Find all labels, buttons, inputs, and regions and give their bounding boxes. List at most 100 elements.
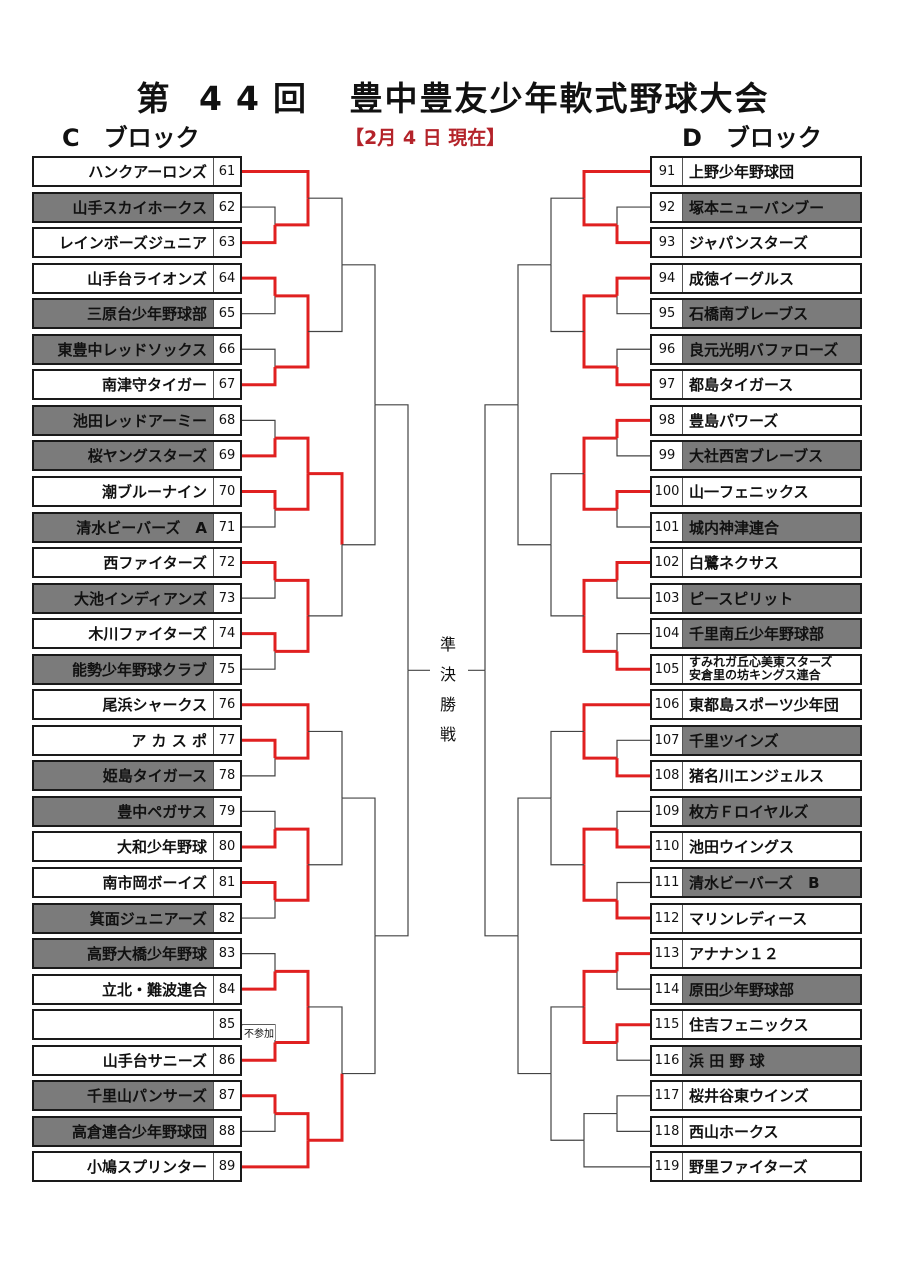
team-name: 上野少年野球団: [689, 163, 795, 181]
team-number: 88: [213, 1117, 240, 1145]
winner-line: [275, 578, 310, 616]
winner-line: [242, 489, 277, 510]
team-name: 大池インディアンズ: [34, 584, 213, 612]
team-number: 76: [213, 691, 240, 719]
bracket-line: [242, 651, 276, 670]
team-name: 白鷺ネクサス: [689, 554, 779, 573]
winner-line: [242, 971, 277, 991]
block-d-label: D ブロック: [682, 124, 822, 152]
team-name: 東都島スポーツ少年団: [689, 696, 839, 715]
winner-line: [275, 294, 310, 332]
winner-line: [582, 331, 617, 369]
team-number: 63: [213, 229, 240, 257]
team-entry: 118 西山ホークス: [650, 1115, 862, 1147]
team-name: 木川ファイターズ: [88, 625, 207, 644]
winner-line: [582, 198, 617, 227]
bracket-line: [550, 264, 584, 333]
winner-line: [275, 198, 310, 227]
semifinal-char: 勝: [439, 695, 456, 714]
winner-line: [275, 331, 310, 369]
winner-line: [275, 473, 310, 511]
bracket-line: [616, 438, 650, 457]
winner-line: [615, 829, 650, 849]
bracket-line: [375, 404, 409, 671]
bracket-line: [242, 810, 276, 830]
team-name: 池田ウイングス: [689, 838, 795, 857]
bracket-line: [517, 797, 551, 936]
team-number: 108: [652, 762, 683, 790]
team-name: 猪名川エンジェルス: [689, 767, 825, 786]
team-name-line: 安倉里の坊キングス連合: [689, 668, 821, 683]
team-name: 住吉フェニックス: [689, 1016, 809, 1035]
winner-line: [615, 418, 650, 439]
team-number: 101: [652, 513, 683, 541]
winner-line: [582, 703, 650, 732]
bracket-line: [550, 473, 584, 545]
bracket-line: [616, 1113, 650, 1132]
absent-note: 不参加: [243, 1025, 275, 1040]
team-name: 池田レッドアーミー: [34, 406, 213, 434]
team-name: 南市岡ボーイズ: [102, 874, 207, 892]
team-name: 西山ホークス: [689, 1122, 779, 1141]
bracket-line: [242, 952, 276, 972]
team-name: 姫島タイガース: [34, 762, 213, 790]
winner-line: [275, 1112, 310, 1141]
team-name: 千里南丘少年野球部: [683, 620, 860, 648]
bracket-line: [342, 797, 376, 936]
team-name: ハンクアーロンズ: [88, 163, 207, 181]
team-number: 74: [213, 620, 240, 648]
bracket-line: [275, 295, 309, 332]
bracket-line: [308, 1006, 343, 1074]
winner-line: [308, 472, 344, 545]
team-number: 114: [652, 975, 683, 1003]
team-name: 豊中ペガサス: [34, 797, 213, 825]
team-number: 87: [213, 1082, 240, 1110]
winner-line: [242, 1140, 310, 1169]
bracket-line: [342, 404, 376, 546]
winner-line: [242, 738, 277, 759]
team-number: 100: [652, 477, 683, 505]
bracket-line: [308, 798, 343, 866]
page-title: 第 44回 豊中豊友少年軟式野球大会: [0, 72, 906, 120]
semifinal-char: 準: [439, 635, 456, 654]
winner-line: [615, 1023, 650, 1043]
team-name: 成徳イーグルス: [689, 269, 795, 288]
title-number: 44: [199, 79, 273, 118]
winner-line: [582, 969, 617, 1007]
team-name: ジャパンスターズ: [689, 234, 808, 253]
winner-line: [242, 367, 277, 387]
team-name: 南津守タイガー: [101, 376, 207, 395]
bracket-line: [484, 670, 518, 937]
team-name: 桜ヤングスターズ: [34, 442, 213, 470]
winner-line: [615, 900, 650, 920]
team-number: 98: [652, 406, 683, 434]
team-number: 118: [652, 1117, 683, 1145]
bracket-line: [242, 900, 276, 919]
team-name: 高野大橋少年野球: [34, 940, 213, 968]
team-name: 大和少年野球: [116, 838, 207, 857]
team-number: 78: [213, 762, 240, 790]
team-name: 能勢少年野球クラブ: [34, 655, 213, 683]
winner-line: [275, 969, 310, 1007]
team-name: 都島タイガース: [689, 376, 794, 395]
team-name: 浜 田 野 球: [683, 1046, 860, 1074]
winner-line: [242, 224, 277, 245]
bracket-line: [616, 810, 650, 830]
